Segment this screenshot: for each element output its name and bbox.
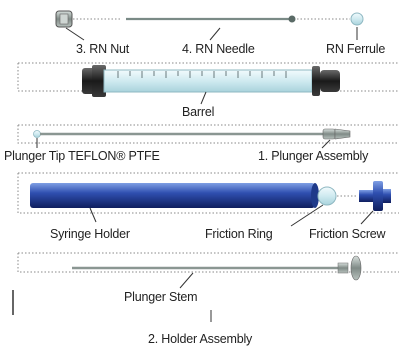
holder-row: Syringe Holder Friction Ring Friction Sc…: [17, 172, 399, 241]
syringe-holder-label: Syringe Holder: [50, 227, 130, 241]
plunger-assembly-label: 1. Plunger Assembly: [258, 149, 369, 163]
plunger-stem-part: [72, 255, 362, 281]
plunger-assembly-part: [33, 128, 351, 140]
barrel-row: Barrel: [17, 62, 399, 119]
plunger-row: Plunger Tip TEFLON® PTFE 1. Plunger Asse…: [4, 124, 399, 163]
rn-row: 3. RN Nut 4. RN Needle RN Ferrule: [55, 10, 386, 56]
rn-nut-label: 3. RN Nut: [76, 42, 130, 56]
stem-row: Plunger Stem 2. Holder Assembly: [12, 252, 399, 346]
friction-screw-label: Friction Screw: [309, 227, 387, 241]
barrel-part: [82, 65, 340, 97]
stem-bracket: [17, 252, 399, 273]
rn-nut-part: [55, 10, 73, 28]
rn-needle-part: [126, 15, 296, 23]
plunger-stem-label: Plunger Stem: [124, 290, 197, 304]
barrel-bracket: [17, 62, 399, 92]
friction-ring-label: Friction Ring: [205, 227, 273, 241]
plunger-bracket: [17, 124, 399, 144]
plunger-tip-label: Plunger Tip TEFLON® PTFE: [4, 149, 160, 163]
rn-ferrule-part: [350, 12, 364, 26]
friction-ring-part: [317, 186, 337, 206]
barrel-label: Barrel: [182, 105, 214, 119]
holder-assembly-label: 2. Holder Assembly: [148, 332, 253, 346]
holder-bracket: [17, 172, 399, 214]
syringe-holder-part: [30, 183, 319, 208]
rn-needle-label: 4. RN Needle: [182, 42, 255, 56]
rn-ferrule-label: RN Ferrule: [326, 42, 385, 56]
friction-screw-part: [359, 181, 391, 211]
